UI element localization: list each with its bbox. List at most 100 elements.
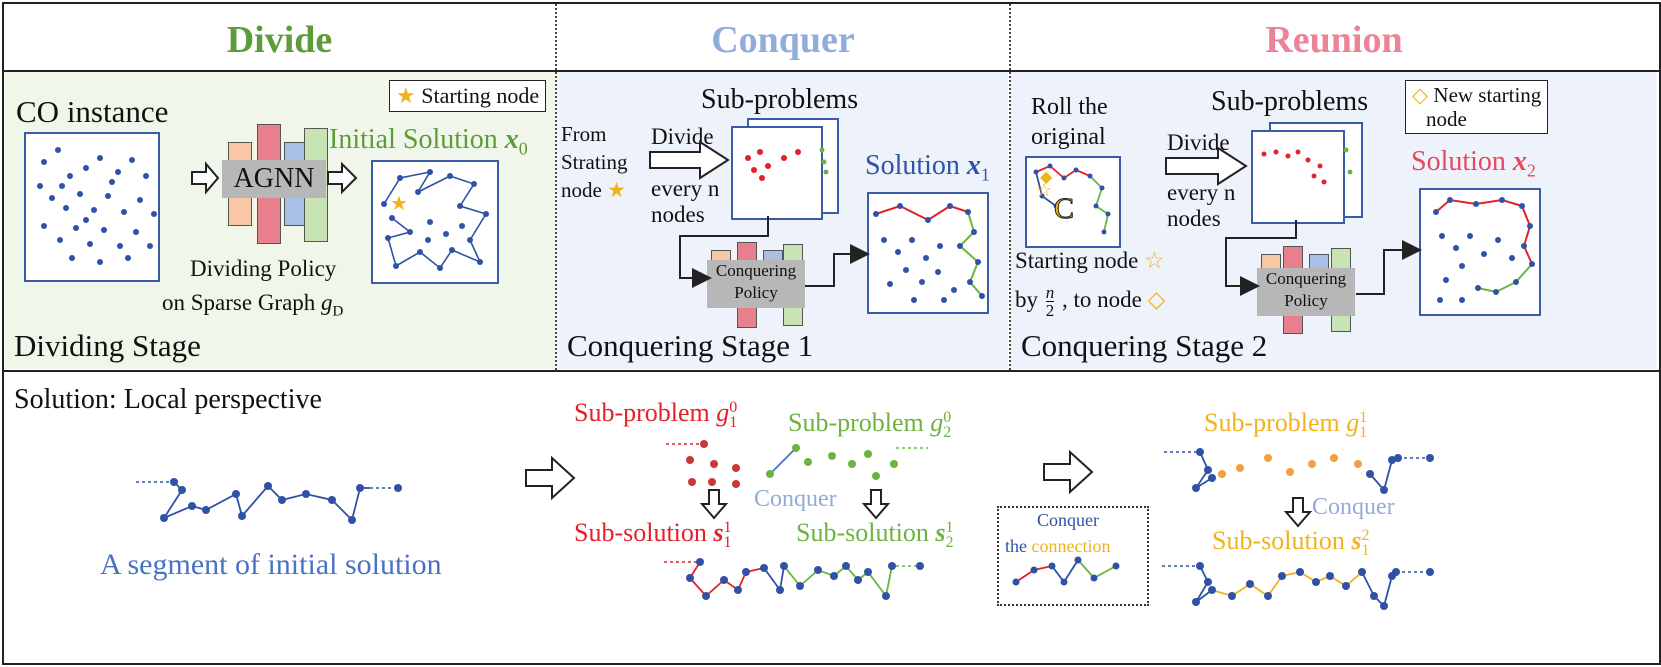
from-line3-text: node xyxy=(561,178,602,202)
subproblem-link xyxy=(769,447,797,475)
diamond-icon: ◇ xyxy=(1412,83,1429,107)
subproblem-front-card-2 xyxy=(1251,130,1345,224)
reunion-sub-yellow-dots xyxy=(1218,454,1362,478)
star-icon: ★ xyxy=(607,178,626,202)
x1-sub: 1 xyxy=(980,164,990,185)
roll-line1: Roll the xyxy=(1031,94,1108,120)
dividing-stage-label: Dividing Stage xyxy=(14,328,201,363)
sup: 0 xyxy=(729,399,738,417)
conquer-label-1: Conquer xyxy=(754,486,837,512)
cp2-line2: Policy xyxy=(1284,291,1328,310)
conquering-policy-2: Conquering Policy xyxy=(1257,268,1355,316)
s-symbol: s xyxy=(1351,526,1362,555)
from-line2: Strating xyxy=(561,150,628,174)
reunion-sol-dashes xyxy=(1162,565,1430,573)
solution-x1-text: Solution xyxy=(865,150,960,181)
subsolution-s2-1-text: Sub-solution xyxy=(796,518,929,547)
x1-symbol: x xyxy=(966,150,981,181)
sup: 2 xyxy=(1361,527,1370,545)
subproblem-g1-0-text: Sub-problem xyxy=(574,398,710,427)
down-arrow-1 xyxy=(699,489,729,520)
sub: 1 xyxy=(1361,542,1370,560)
segment-dashes xyxy=(136,481,398,489)
subproblem-green-dots xyxy=(766,444,898,480)
g-symbol: g xyxy=(1346,408,1360,437)
star-icon: ★ xyxy=(396,83,416,108)
reunion-sub-blue-dots xyxy=(1192,448,1434,494)
connector-cp1 xyxy=(679,216,870,288)
local-perspective-title: Solution: Local perspective xyxy=(14,384,322,415)
initial-solution-label: Initial Solution x0 xyxy=(329,124,528,160)
subproblem-g1-1-text: Sub-problem xyxy=(1204,408,1340,437)
conquer-box-the: the xyxy=(1005,536,1027,556)
conquer-label-2: Conquer xyxy=(1312,494,1395,520)
cp1-line2: Policy xyxy=(734,283,778,302)
connection-dots xyxy=(1012,556,1120,586)
agnn-label: AGNN xyxy=(222,160,326,198)
x0-sub: 0 xyxy=(518,138,528,159)
legend-new-starting-node: ◇ New starting node xyxy=(1405,80,1549,134)
subproblem-dots-red-1 xyxy=(745,149,801,181)
x2-symbol: x xyxy=(1512,146,1527,177)
conquering-policy-1: Conquering Policy xyxy=(707,260,805,308)
graph-symbol: g xyxy=(321,290,333,315)
bottom-divider xyxy=(2,370,1659,372)
every-line2-2: nodes xyxy=(1167,206,1221,231)
rotate-icon: C xyxy=(1054,192,1074,225)
g-symbol: g xyxy=(930,408,944,437)
solution-x2-tour-red xyxy=(1435,198,1533,265)
sup: 0 xyxy=(943,409,952,427)
fraction: n 2 xyxy=(1045,283,1055,320)
roll-diamond: ◆ xyxy=(1040,169,1053,186)
solution-x1-label: Solution x1 xyxy=(865,150,990,186)
header-reunion: Reunion xyxy=(1265,19,1403,61)
from-line1: From xyxy=(561,122,607,146)
solution-x2-dots xyxy=(1433,197,1535,303)
sub: 2 xyxy=(945,534,954,552)
reunion-sol-dots xyxy=(1192,562,1434,610)
subsolution-s1-1-text: Sub-solution xyxy=(574,518,707,547)
roll-star: ☆ xyxy=(1036,180,1052,200)
every-line2-1: nodes xyxy=(651,202,705,227)
sup: 1 xyxy=(1359,409,1368,427)
dividing-policy-line1: Dividing Policy xyxy=(190,256,337,281)
co-instance-dots xyxy=(37,147,157,265)
column-divider-2 xyxy=(1009,4,1011,370)
conquer-box-line1: Conquer xyxy=(1037,510,1099,530)
conquer-connection-box: Conquer the connection xyxy=(997,506,1149,606)
legend-starting-node: ★ Starting node xyxy=(389,80,547,112)
subproblem-red-dots xyxy=(686,440,740,488)
subsolution-green-path xyxy=(783,564,893,599)
fraction-den: 2 xyxy=(1045,301,1055,320)
legend-new-line1: New starting xyxy=(1433,83,1542,107)
every-line1-1: every n xyxy=(651,176,720,201)
roll-dots xyxy=(1033,163,1111,235)
s-symbol: s xyxy=(713,518,724,547)
roll-line2: original xyxy=(1031,124,1106,150)
subproblems-label-1: Sub-problems xyxy=(701,84,859,115)
sub: 2 xyxy=(943,424,952,442)
hollow-arrow-bottom-2 xyxy=(1043,449,1094,495)
star-icon: ☆ xyxy=(1144,248,1165,273)
dividing-policy-line2: on Sparse Graph gD xyxy=(162,290,343,321)
sub: 1 xyxy=(723,534,732,552)
sub: 1 xyxy=(1359,424,1368,442)
fraction-num: n xyxy=(1045,283,1055,302)
co-instance-label: CO instance xyxy=(16,94,169,129)
g-symbol: g xyxy=(716,398,730,427)
starting-node-text: Starting node xyxy=(1015,248,1139,273)
divide-panel: CO instance ★ Starting node AGNN Initial… xyxy=(4,72,555,369)
s-symbol: s xyxy=(935,518,946,547)
sup: 1 xyxy=(945,519,954,537)
from-line3: node ★ xyxy=(561,178,626,203)
starting-node-label: Starting node ☆ xyxy=(1015,248,1165,274)
cp1-line1: Conquering xyxy=(715,261,797,280)
connector-cp2 xyxy=(1225,220,1422,296)
conquer-box-connection: connection xyxy=(1031,536,1111,556)
